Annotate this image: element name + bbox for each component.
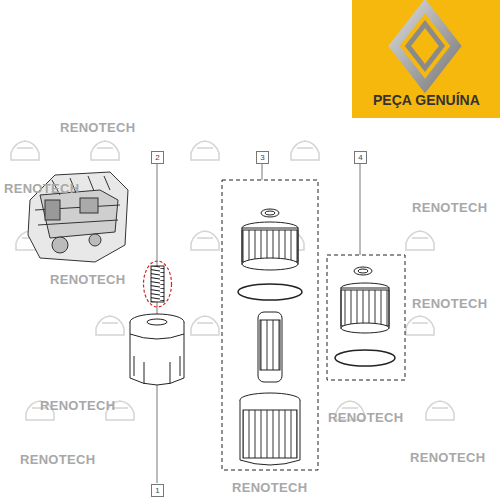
watermark-car xyxy=(291,141,319,160)
watermark-car xyxy=(191,231,219,250)
watermark-car xyxy=(191,141,219,160)
logo-panel xyxy=(352,0,500,118)
callout-number: 4 xyxy=(354,151,367,164)
watermark: RENOTECH xyxy=(4,181,79,196)
leader-line xyxy=(262,164,263,180)
filter-kit-3 xyxy=(238,209,302,465)
watermark-car xyxy=(191,316,219,335)
watermark-car xyxy=(11,141,39,160)
filter-kit-4 xyxy=(335,267,395,366)
watermark: RENOTECH xyxy=(50,272,125,287)
watermark: RENOTECH xyxy=(232,480,307,495)
watermark-car xyxy=(91,141,119,160)
oil-filter xyxy=(130,314,184,385)
watermark-car xyxy=(426,401,454,420)
leader-line xyxy=(360,164,361,255)
watermark-car xyxy=(406,231,434,250)
watermark: RENOTECH xyxy=(60,120,135,135)
watermark: RENOTECH xyxy=(412,296,487,311)
watermark-car xyxy=(96,316,124,335)
watermark: RENOTECH xyxy=(410,450,485,465)
watermark-car xyxy=(406,316,434,335)
watermark: RENOTECH xyxy=(40,398,115,413)
group-frame xyxy=(222,180,318,470)
callout-number: 2 xyxy=(151,151,164,164)
watermark: RENOTECH xyxy=(412,200,487,215)
watermark: RENOTECH xyxy=(20,452,95,467)
group-frame xyxy=(327,255,405,380)
callout-number: 3 xyxy=(256,151,269,164)
renault-logo xyxy=(394,6,456,86)
callout-number: 1 xyxy=(151,484,164,497)
watermark: RENOTECH xyxy=(328,410,403,425)
logo-caption: PEÇA GENUÍNA xyxy=(373,92,480,108)
spring xyxy=(144,261,172,307)
